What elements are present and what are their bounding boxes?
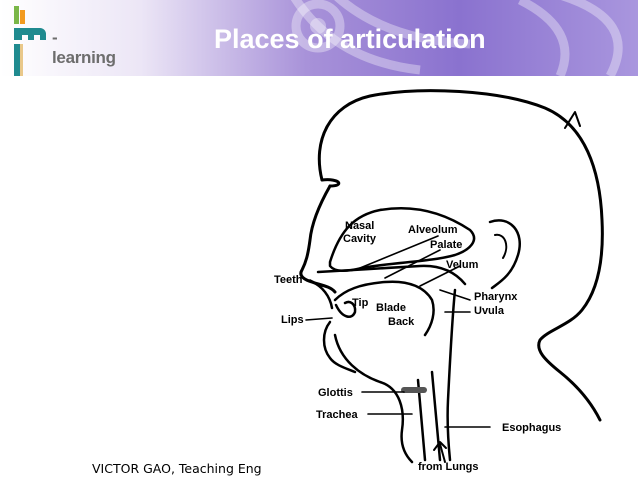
brow [320, 178, 341, 188]
label-esophagus: Esophagus [502, 422, 561, 434]
leader-lines [305, 235, 491, 428]
face-profile [299, 184, 337, 294]
label-back: Back [388, 316, 415, 328]
label-palate: Palate [430, 239, 462, 251]
decorative-swirl [290, 0, 623, 76]
label-tip: Tip [352, 297, 369, 309]
page-title: Places of articulation [214, 24, 486, 54]
label-lips: Lips [281, 314, 304, 326]
from-lungs-arrowhead [433, 441, 447, 451]
header-banner: -learning Places of articulation [0, 0, 638, 76]
ear [488, 219, 521, 290]
label-uvula: Uvula [474, 305, 505, 317]
label-cavity: Cavity [343, 233, 377, 245]
upper-teeth [310, 280, 334, 310]
head-outline [317, 89, 604, 422]
label-trachea: Trachea [316, 409, 358, 421]
logo-mark-icon [14, 6, 46, 76]
hair-wisp [564, 111, 581, 129]
trachea [416, 378, 427, 462]
ear-inner [494, 233, 508, 259]
m-learning-logo: -learning [8, 6, 118, 76]
label-glottis: Glottis [318, 387, 353, 399]
tongue [333, 280, 435, 337]
footer-credit: VICTOR GAO, Teaching Eng [92, 461, 262, 476]
pharynx-wall [446, 288, 457, 462]
lower-lip [334, 300, 357, 318]
label-teeth: Teeth [274, 274, 303, 286]
logo-text: -learning [52, 28, 116, 67]
label-from-lungs: from Lungs [418, 461, 479, 473]
chin [322, 320, 357, 374]
label-velum: Velum [446, 259, 479, 271]
label-blade: Blade [376, 302, 406, 314]
from-lungs-arrow [439, 443, 446, 463]
label-nasal: Nasal [345, 220, 374, 232]
label-pharynx: Pharynx [474, 291, 518, 303]
hard-palate [316, 264, 467, 286]
label-alveolum: Alveolum [408, 224, 458, 236]
throat-front [333, 333, 414, 464]
